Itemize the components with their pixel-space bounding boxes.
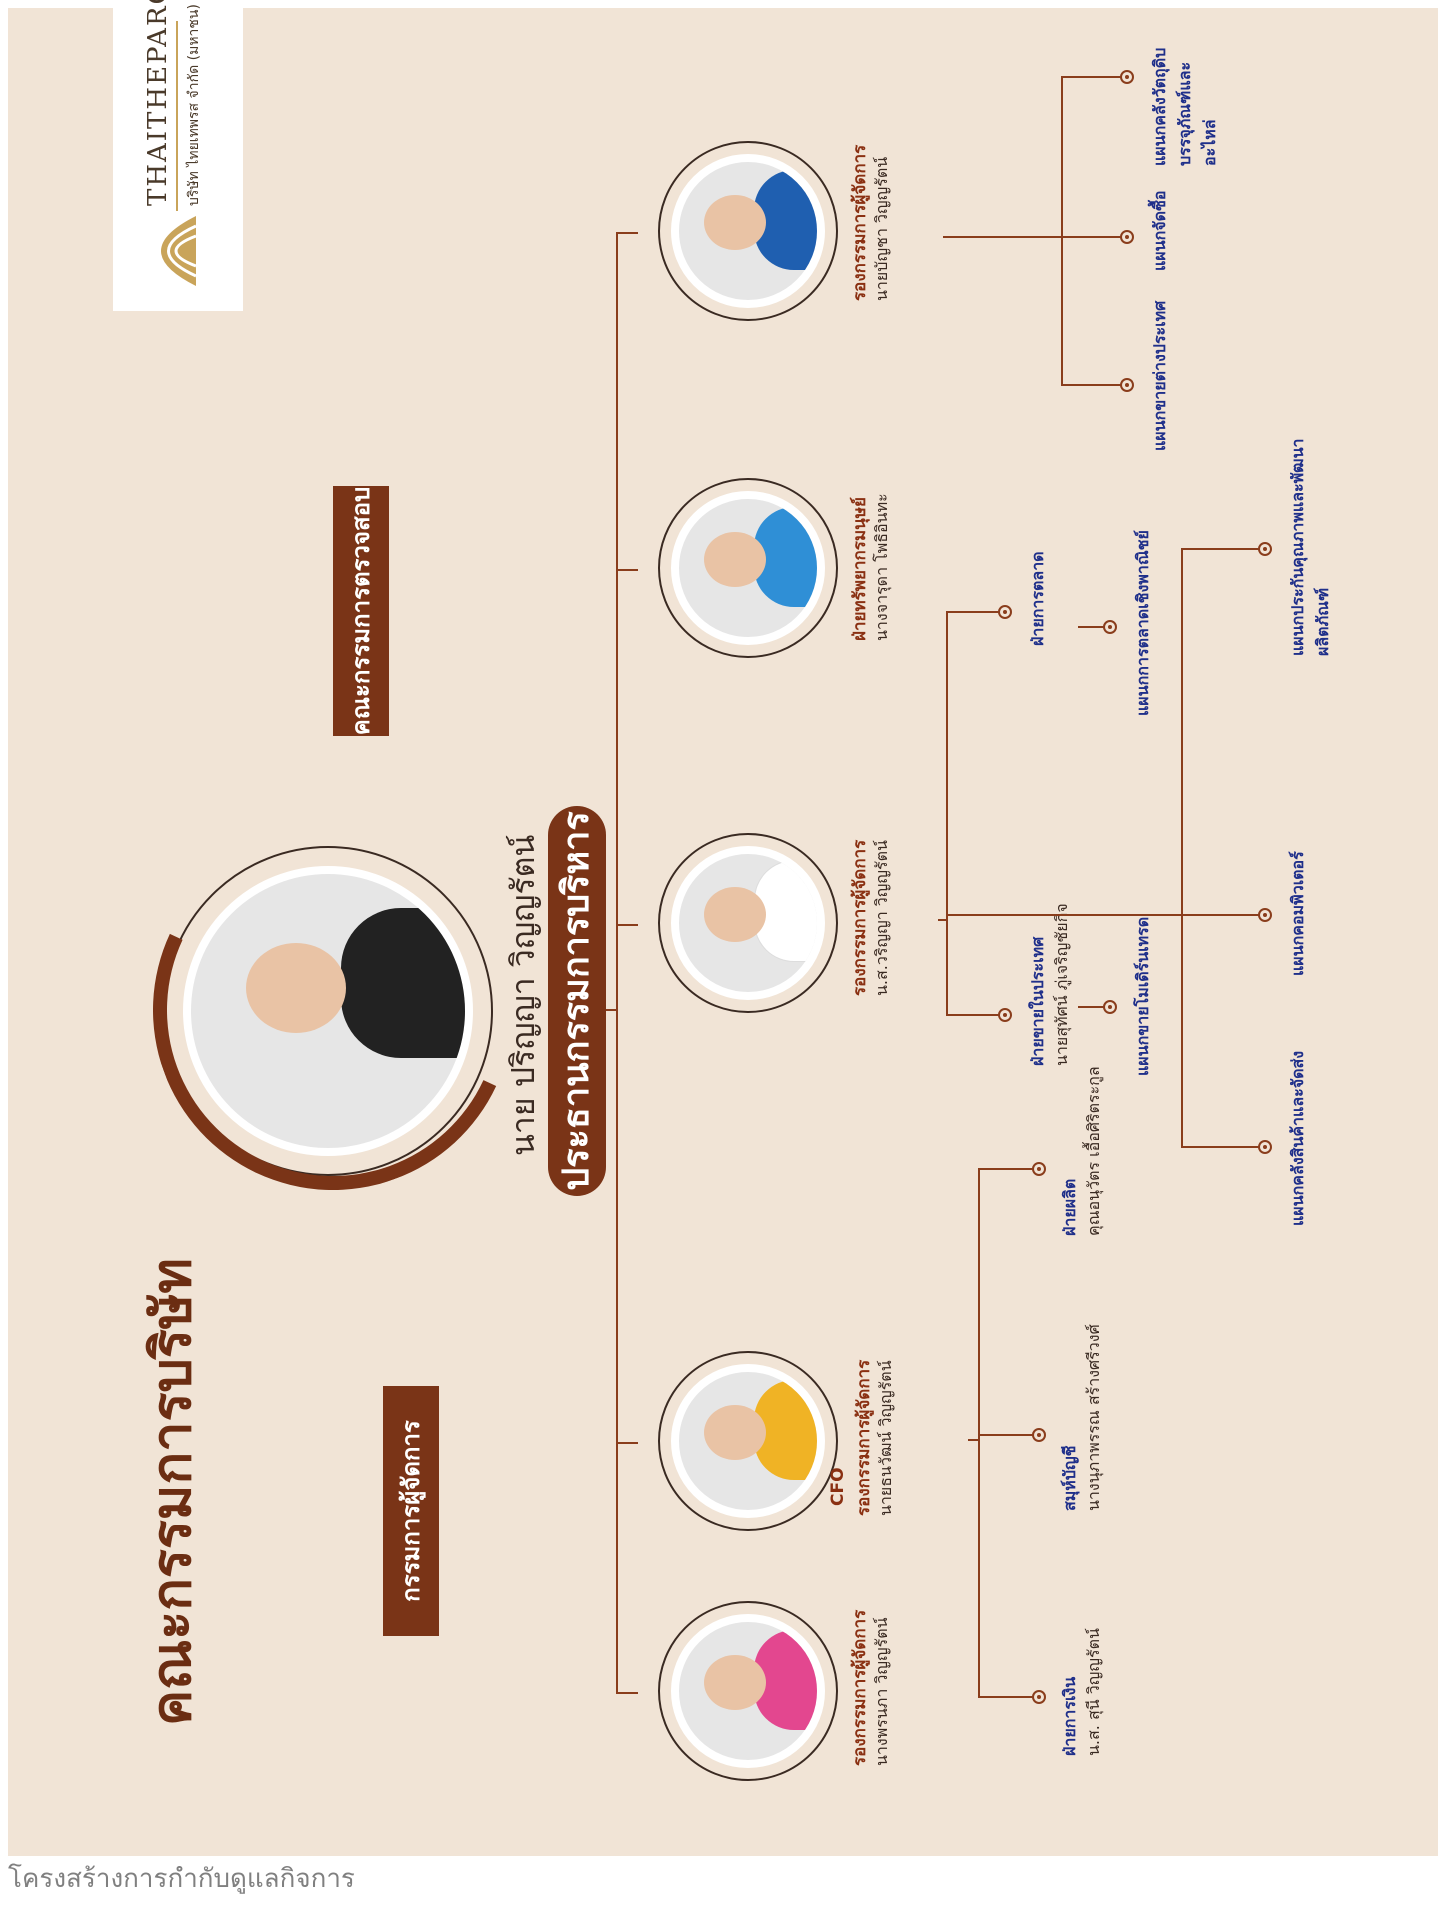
ops-node [1258,908,1272,922]
exec-face [704,195,766,250]
ops-bar [1181,548,1183,1148]
trade-marketing-dept: แผนกการตลาดเชิงพาณิชย์ [1133,530,1152,716]
finance-name: น.ส. สุนี วิญญรัตน์ [1084,1628,1103,1756]
purchase-node [1120,378,1134,392]
finance-name: คุณอนุวัตร เอื้อศิริตระกูล [1084,1066,1103,1236]
sales-bar [946,611,948,1016]
footer-caption: โครงสร้างการกำกับดูแลกิจการ [8,1864,355,1894]
exec-photo [671,491,825,645]
finance-node [1032,1428,1046,1442]
purchase-drop [1061,236,1125,238]
sales-dept: ฝ่ายการตลาด [1028,551,1047,646]
exec-photo [671,154,825,308]
md-box: กรรมการผู้จัดการ [383,1386,439,1636]
ops-drop [1181,548,1263,550]
exec-face [704,1655,766,1710]
logo-rule [176,21,178,211]
finance-node [1032,1162,1046,1176]
sales-name: นายสุทัศน์ ภู่เจริญชัยกิจ [1052,903,1071,1066]
sales-node [998,1008,1012,1022]
sales-drop [946,1014,1004,1016]
exec-role: ฝ่ายทรัพยากรมนุษย์ [850,497,870,641]
exec-name: นายบัญชา วิญญรัตน์ [872,156,891,301]
finance-name: นางนุภาพรรณ สร้างศรีวงศ์ [1084,1324,1103,1511]
finance-drop [978,1696,1038,1698]
chairman-face [246,943,346,1033]
warehouse-dept: แผนกคลังสินค้าและจัดส่ง [1288,1050,1307,1226]
main-bus [616,232,618,1694]
exec-photo [671,1364,825,1518]
mountain-logo-icon [161,216,197,286]
exec-face [704,532,766,587]
ops-drop [1181,1146,1263,1148]
qa-dept: แผนกประกันคุณภาพและพัฒนาผลิตภัณฑ์ [1288,438,1332,656]
purchase-drop [1061,384,1125,386]
sales-dept: ฝ่ายขายในประเทศ [1028,936,1047,1066]
finance-bar [978,1168,980,1698]
finance-dept: ฝ่ายการเงิน [1060,1676,1079,1756]
logo-brand: THAITHEPAROS [143,0,173,206]
sales-sub-node [1103,620,1117,634]
modern-trade-dept: แผนกขายโมเดิร์นเทรด [1133,916,1152,1076]
exec-role: รองกรรมการผู้จัดการ [854,1359,874,1516]
purchase-node [1120,70,1134,84]
audit-box: คณะกรรมการตรวจสอบ [333,486,389,736]
purchase-node [1120,230,1134,244]
purchase-dept: แผนกคลังวัตถุดิบบรรจุภัณฑ์และอะไหล่ [1150,47,1219,166]
chairman-name: นาย ปริญญา วิญญรัตน์ [504,834,542,1156]
exec-photo [671,846,825,1000]
sales-node [998,605,1012,619]
exec-role: รองกรรมการผู้จัดการ [850,144,870,301]
ops-drop [1183,914,1263,916]
chairman-suit [341,908,473,1058]
company-logo: THAITHEPAROS บริษัท ไทยเทพรส จำกัด (มหาช… [113,0,243,311]
exec-connector [616,569,638,571]
exec-name: นางจารุดา โพธิอินทะ [872,493,891,641]
exec-connector [616,232,638,234]
purchase-drop [1061,76,1125,78]
chairman-role: ประธานกรรมการบริหาร [548,806,606,1196]
exec-connector [616,924,638,926]
logo-company: บริษัท ไทยเทพรส จำกัด (มหาชน) [186,4,202,206]
finance-dept: ฝ่ายผลิต [1060,1178,1079,1236]
finance-node [1032,1690,1046,1704]
finance-dept: สมุห์บัญชี [1060,1445,1079,1511]
purchase-dept: แผนกขายต่างประเทศ [1150,300,1169,451]
exec-role: รองกรรมการผู้จัดการ [850,1609,870,1766]
exec-name: นางพรนภา วิญญรัตน์ [872,1617,891,1766]
purchase-bar [1061,76,1063,386]
finance-drop [978,1168,1038,1170]
exec-name: น.ส.วริญญา วิญญรัตน์ [872,840,891,996]
exec-name: นายธนวัฒน์ วิญญรัตน์ [876,1360,895,1516]
exec-connector [616,1442,638,1444]
ops-node [1258,1140,1272,1154]
page-title: คณะกรรมการบริษัท [140,1257,203,1726]
computer-dept: แผนกคอมพิวเตอร์ [1288,851,1307,976]
exec-face [704,1405,766,1460]
exec-face [704,887,766,942]
purchase-dept: แผนกจัดซื้อ [1150,190,1169,271]
sales-sub-node [1103,1000,1117,1014]
exec-connector [616,1692,638,1694]
exec-photo [671,1614,825,1768]
finance-drop [978,1434,1038,1436]
exec-role-prefix: CFO [828,1467,848,1506]
org-chart: คณะกรรมการบริษัท THAITHEPAROS บริษัท ไทย… [8,0,1438,1856]
purchase-stem [943,236,1063,238]
ops-stem [948,914,1183,916]
ops-node [1258,542,1272,556]
exec-role: รองกรรมการผู้จัดการ [850,839,870,996]
sales-drop [946,611,1004,613]
chairman-photo [183,866,473,1156]
